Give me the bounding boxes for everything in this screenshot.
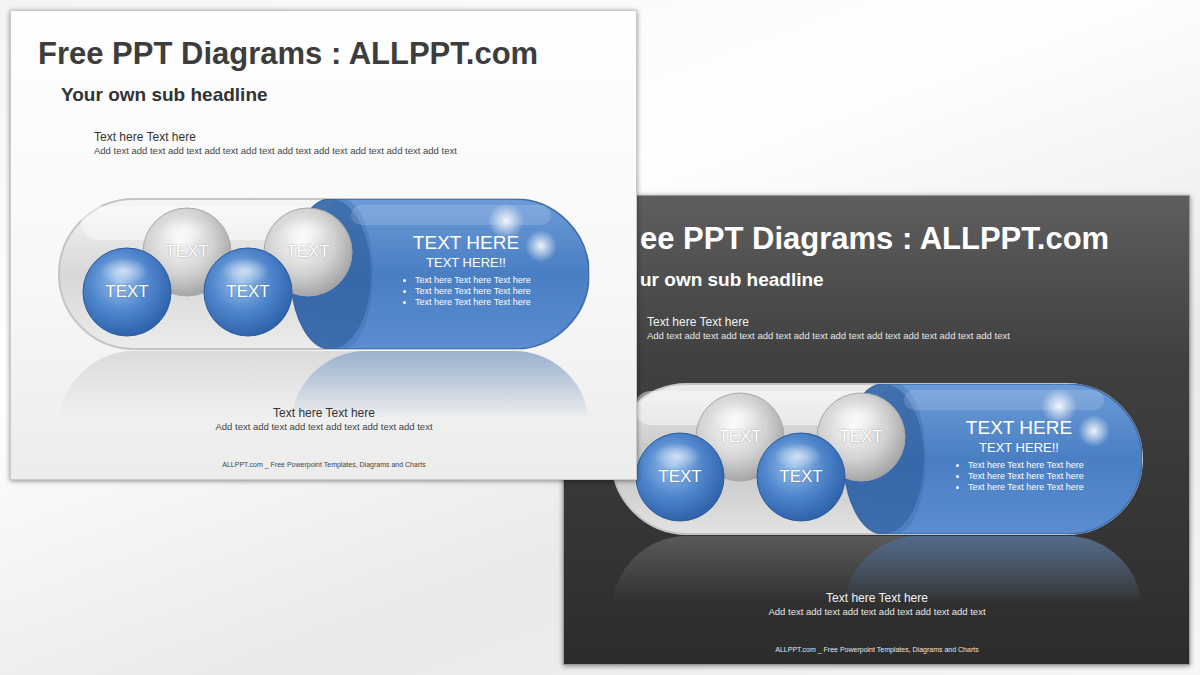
sphere-shine [774, 443, 822, 469]
cap-shine [1078, 415, 1110, 447]
sub-headline: Your own sub headline [61, 84, 268, 106]
bullet-dot [403, 279, 406, 282]
slide-title: ee PPT Diagrams : ALLPPT.com [640, 221, 1109, 257]
cap-gloss [351, 205, 551, 225]
sphere-shine [834, 403, 882, 429]
bullet-dot [956, 475, 959, 478]
footer-text: ALLPPT.com _ Free Powerpoint Templates, … [24, 461, 624, 469]
text-sphere: TEXT [203, 247, 293, 337]
sphere-shine [160, 218, 208, 244]
bullet-dot [403, 301, 406, 304]
cap-body [844, 384, 1142, 534]
sphere-body [817, 393, 905, 481]
footer-text: ALLPPT.com _ Free Powerpoint Templates, … [577, 646, 1177, 654]
text-sphere: TEXT [635, 432, 725, 522]
text-heading: Text here Text here [647, 316, 749, 330]
sphere-body [636, 433, 724, 521]
cap-heading: TEXT HERE [386, 232, 546, 254]
cap-subheading: TEXT HERE!! [386, 256, 546, 271]
slide: Free PPT Diagrams : ALLPPT.comYour own s… [10, 10, 637, 480]
text-sphere: TEXT [756, 432, 846, 522]
slide-title: Free PPT Diagrams : ALLPPT.com [38, 36, 538, 72]
bullet-dot [403, 290, 406, 293]
caption-text: Add text add text add text add text add … [577, 607, 1177, 618]
sphere-shine [221, 258, 269, 284]
bullet-text: Text here Text here Text here [968, 482, 1084, 492]
cap-shine [525, 230, 557, 262]
cap-body [291, 199, 589, 349]
sphere-shine [281, 218, 329, 244]
cap-gloss [904, 390, 1104, 410]
bullet-text: Text here Text here Text here [968, 471, 1084, 481]
bullet-text: Text here Text here Text here [968, 460, 1084, 470]
cap-subheading: TEXT HERE!! [939, 441, 1099, 456]
sphere-shine [713, 403, 761, 429]
slide: ee PPT Diagrams : ALLPPT.com ur own sub h… [563, 195, 1190, 665]
sphere-label: TEXT [635, 432, 725, 522]
bullet-dot [956, 464, 959, 467]
text-sphere: TEXT [82, 247, 172, 337]
cap-heading: TEXT HERE [939, 417, 1099, 439]
bullet-text: Text here Text here Text here [415, 286, 531, 296]
body-text: Add text add text add text add text add … [94, 146, 457, 157]
caption-heading: Text here Text here [577, 592, 1177, 606]
capsule-glass [612, 384, 1142, 534]
sphere-label: TEXT [203, 247, 293, 337]
body-text: Add text add text add text add text add … [647, 331, 1010, 342]
sphere-body [757, 433, 845, 521]
capsule-glass [59, 199, 589, 349]
bullet-text: Text here Text here Text here [415, 297, 531, 307]
sub-headline: ur own sub headline [640, 269, 824, 291]
bullet-dot [956, 486, 959, 489]
sphere-body [204, 248, 292, 336]
sphere-shine [653, 443, 701, 469]
sphere-label: TEXT [756, 432, 846, 522]
bullet-text: Text here Text here Text here [415, 275, 531, 285]
sphere-body [264, 208, 352, 296]
caption-heading: Text here Text here [24, 407, 624, 421]
sphere-body [83, 248, 171, 336]
caption-text: Add text add text add text add text add … [24, 422, 624, 433]
text-heading: Text here Text here [94, 131, 196, 145]
sphere-label: TEXT [82, 247, 172, 337]
sphere-shine [100, 258, 148, 284]
